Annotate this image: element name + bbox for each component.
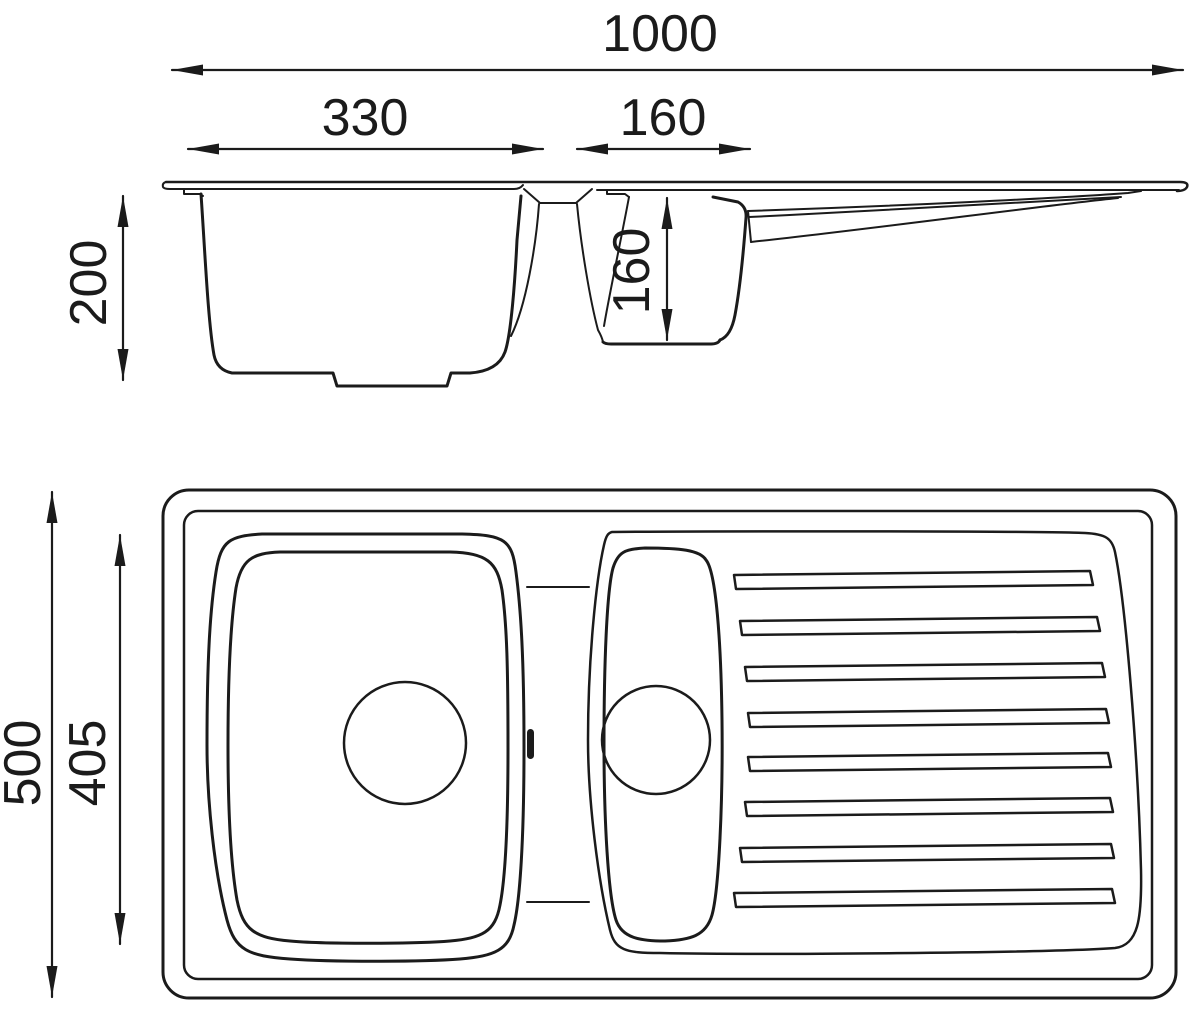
sink-outer-edge xyxy=(161,488,1178,1000)
drainer-groove xyxy=(746,707,1111,729)
main-bowl-outer-outline xyxy=(205,532,526,963)
main-bowl-profile xyxy=(199,192,523,388)
dim-main-bowl-depth: 200 xyxy=(60,194,129,382)
dim-overall-depth-label: 500 xyxy=(0,720,52,807)
dim-overall-depth: 500 xyxy=(0,490,58,999)
drainer-groove xyxy=(732,569,1095,591)
dim-bowl-length: 405 xyxy=(59,533,126,946)
drainer-groove xyxy=(743,796,1115,818)
main-bowl-drain-hole xyxy=(342,680,468,806)
small-bowl-outline xyxy=(602,546,724,943)
dim-main-bowl-width: 330 xyxy=(186,89,545,155)
divider-left-wall xyxy=(510,203,540,337)
dim-bowl-length-label: 405 xyxy=(59,720,117,807)
rim-left-end xyxy=(161,181,524,190)
drainer-fold-line xyxy=(748,196,1122,218)
drainer-surface-line xyxy=(747,190,1142,212)
drainer-groove xyxy=(743,661,1107,683)
small-bowl-right-wall xyxy=(711,195,748,342)
drainer-under-line xyxy=(750,197,1119,243)
dim-small-bowl-width-label: 160 xyxy=(620,89,707,147)
sink-inner-rim xyxy=(182,509,1154,981)
overflow-slot xyxy=(527,729,534,759)
small-bowl-bottom xyxy=(601,338,722,346)
drainer-groove xyxy=(738,615,1102,637)
small-bowl-drain-hole xyxy=(600,684,712,796)
section-view: 1000 330 160 200 160 xyxy=(60,5,1189,388)
divider-right-wall xyxy=(576,203,604,343)
drainer-left-edge xyxy=(747,210,752,243)
dim-main-bowl-width-label: 330 xyxy=(322,89,409,147)
dim-overall-width-label: 1000 xyxy=(602,5,718,63)
dim-main-bowl-depth-label: 200 xyxy=(60,240,118,327)
right-section-outline xyxy=(586,530,1143,956)
small-bowl-inner-left-wall xyxy=(603,196,630,327)
dim-overall-width: 1000 xyxy=(170,5,1185,76)
main-bowl-inner-outline xyxy=(226,550,510,945)
drainer-groove xyxy=(738,842,1116,864)
drainer-grooves xyxy=(732,569,1117,909)
rim-top-edge xyxy=(164,180,1189,193)
plan-view: 500 405 xyxy=(0,488,1178,1000)
dim-small-bowl-depth: 160 xyxy=(603,196,673,342)
drainer-groove xyxy=(746,751,1113,773)
divider-saddle xyxy=(523,188,593,204)
dim-small-bowl-width: 160 xyxy=(575,89,752,155)
drainer-groove xyxy=(732,887,1117,909)
dim-small-bowl-depth-label: 160 xyxy=(603,228,661,315)
rim-right-lip xyxy=(606,189,630,198)
